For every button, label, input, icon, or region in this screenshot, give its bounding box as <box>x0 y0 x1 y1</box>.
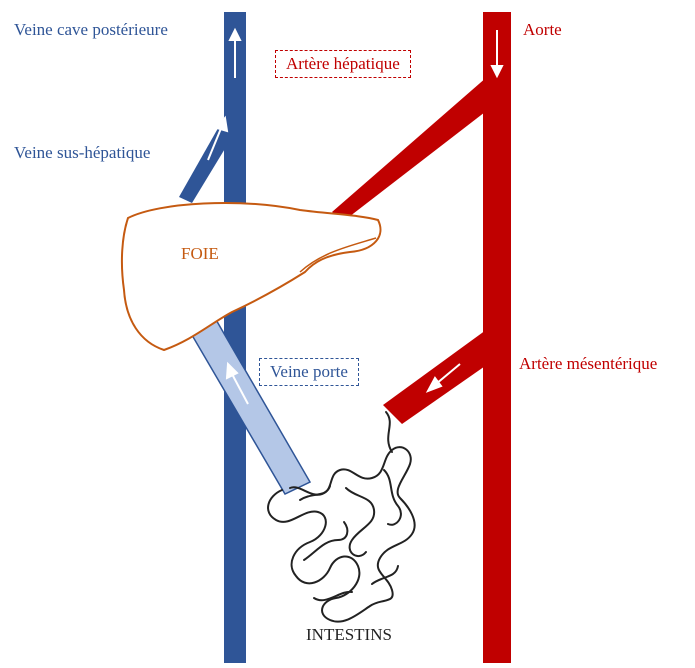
foie-label: FOIE <box>181 244 219 264</box>
veine-porte-vessel <box>189 318 310 494</box>
artere-hepatique-label: Artère hépatique <box>275 50 411 78</box>
artere-mesenterique-label: Artère mésentérique <box>519 354 657 374</box>
veine-porte-label: Veine porte <box>259 358 359 386</box>
veine-sus-hepatique-label: Veine sus-hépatique <box>14 143 150 163</box>
veine-cave-label: Veine cave postérieure <box>14 20 168 40</box>
intestins-label: INTESTINS <box>306 625 392 645</box>
intestines-shape <box>268 412 415 622</box>
aorte-label: Aorte <box>523 20 562 40</box>
liver-shape <box>122 203 381 350</box>
